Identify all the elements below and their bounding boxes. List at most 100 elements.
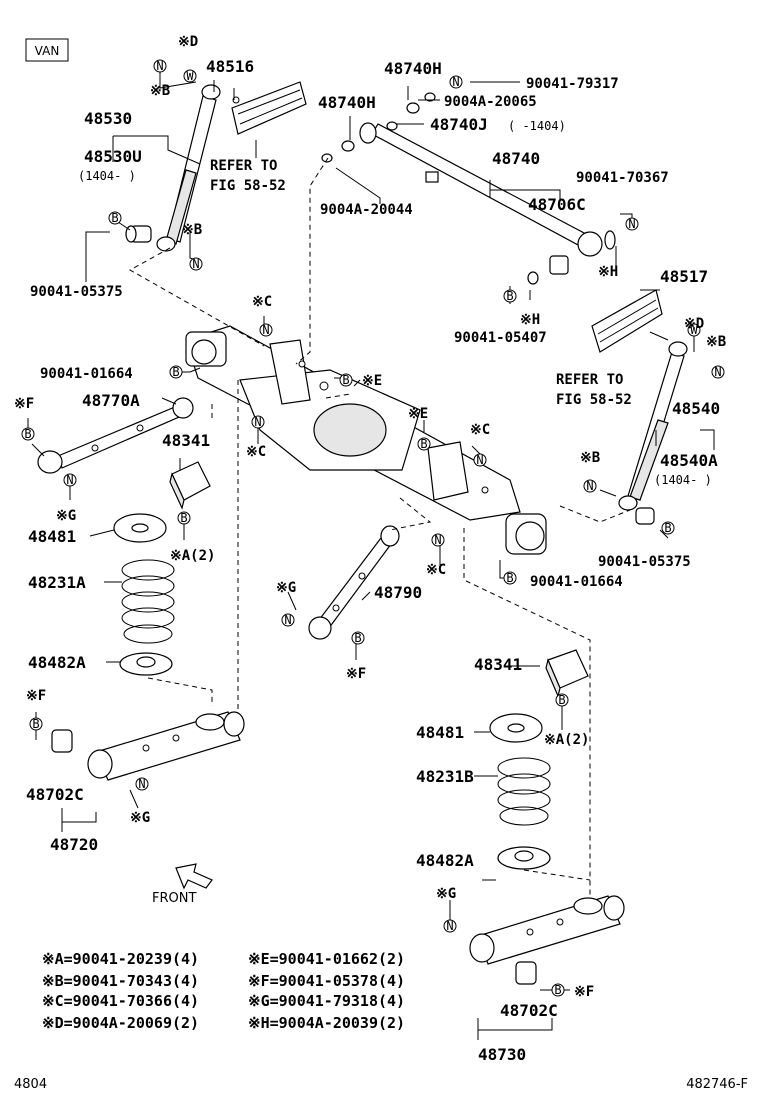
mark-w: W [186,69,194,83]
label-90041-05375-right: 90041-05375 [598,554,691,570]
label-48341-right: 48341 [474,655,522,674]
label-date-1404-left: (1404- ) [78,169,136,183]
label-48790: 48790 [374,583,422,602]
label-date-1404-right: (1404- ) [654,473,712,487]
label-90041-05407: 90041-05407 [454,330,547,346]
mark-b: B [180,511,187,525]
mark-n: N [452,75,459,89]
left-coil-spring [121,559,175,644]
mark-n: N [262,323,269,337]
label-front: FRONT [152,891,196,906]
mark-xa2: ※A(2) [544,732,589,748]
left-shock-bracket [231,81,307,135]
left-upper-insulator [113,513,167,543]
right-lower-control-arm [469,895,625,985]
label-90041-01664-left: 90041-01664 [40,366,133,382]
label-48481-left: 48481 [28,527,76,546]
mark-xg: ※G [130,810,150,826]
mark-n: N [476,453,483,467]
front-arrow-icon [175,863,213,890]
mark-n: N [628,217,635,231]
mark-n: N [714,365,721,379]
mark-xb: ※B [150,83,170,99]
mark-n: N [254,415,261,429]
mark-xh: ※H [598,264,618,280]
label-48740: 48740 [492,149,540,168]
mark-b: B [172,365,179,379]
mark-n: N [156,59,163,73]
mark-b: B [342,373,349,387]
label-48540A: 48540A [660,451,718,470]
footer-page-code: 4804 [14,1077,47,1092]
upper-control-arm-left [37,397,194,474]
right-coil-spring [497,757,551,826]
van-tag-label: VAN [35,44,60,58]
legend-row-b: ※B=90041-70343(4) [42,972,199,990]
label-90041-05375-left: 90041-05375 [30,284,123,300]
left-lower-insulator [119,652,173,676]
mark-xg: ※G [276,580,296,596]
label-48740H-top: 48740H [384,59,442,78]
label-48231B: 48231B [416,767,474,786]
mark-xc: ※C [470,422,490,438]
right-bump-stopper [545,649,589,698]
mark-b: B [32,717,39,731]
upper-control-arm-right [308,525,400,640]
mark-xb: ※B [182,222,202,238]
fastener-legend: ※A=90041-20239(4) ※B=90041-70343(4) ※C=9… [42,950,405,1032]
right-shock-bracket [591,289,663,353]
mark-xf: ※F [14,396,34,412]
label-fig-left: FIG 58-52 [210,178,286,194]
mark-b: B [111,211,118,225]
label-48482A-right: 48482A [416,851,474,870]
mark-xg: ※G [56,508,76,524]
label-9004A-20044: 9004A-20044 [320,202,413,218]
left-bump-stopper [169,461,211,510]
dashed-reference-lines [128,157,631,896]
rear-axle-housing [185,325,547,555]
mark-xd: ※D [178,34,198,50]
mark-xh: ※H [520,312,540,328]
mark-xc: ※C [426,562,446,578]
van-tag: VAN [25,38,69,62]
label-9004A-20065: 9004A-20065 [444,94,537,110]
legend-row-g: ※G=90041-79318(4) [248,992,405,1010]
part-labels: 48516 48530 48530U (1404- ) REFER TO FIG… [26,57,720,1064]
label-48231A: 48231A [28,573,86,592]
legend-row-f: ※F=90041-05378(4) [248,972,405,990]
label-48516: 48516 [206,57,254,76]
mark-xc: ※C [246,444,266,460]
mark-b: B [506,571,513,585]
label-90041-70367: 90041-70367 [576,170,669,186]
mark-xf: ※F [574,984,594,1000]
rod-fasteners [321,92,539,285]
mark-xf: ※F [26,688,46,704]
label-refer-left: REFER TO [210,158,277,174]
footer-figure-id: 482746-F [686,1077,748,1092]
mark-b: B [420,437,427,451]
label-90041-79317: 90041-79317 [526,76,619,92]
mark-xe: ※E [362,373,382,389]
label-48517: 48517 [660,267,708,286]
mark-xc: ※C [252,294,272,310]
right-lower-insulator [497,846,551,870]
legend-row-e: ※E=90041-01662(2) [248,950,405,968]
label-fig-right: FIG 58-52 [556,392,632,408]
label-48720: 48720 [50,835,98,854]
mark-w: W [690,323,698,337]
label-48481-right: 48481 [416,723,464,742]
mark-b: B [558,693,565,707]
right-shock-absorber [618,341,688,525]
mark-n: N [284,613,291,627]
reference-marks: ※D ※B ※B ※H ※H ※C ※E ※F ※E ※C ※C ※B ※G ※… [14,34,726,1000]
label-date-1404-j: ( -1404) [508,119,566,133]
mark-n: N [138,777,145,791]
fastener-marks: N W B N N N B N B B B N B N N N B B N B … [21,59,725,997]
legend-row-h: ※H=9004A-20039(2) [248,1014,405,1032]
label-48341-left: 48341 [162,431,210,450]
lateral-rod [359,122,616,275]
mark-xa2: ※A(2) [170,548,215,564]
mark-xe: ※E [408,406,428,422]
leader-lines [27,66,715,1040]
left-shock-absorber [125,84,221,252]
